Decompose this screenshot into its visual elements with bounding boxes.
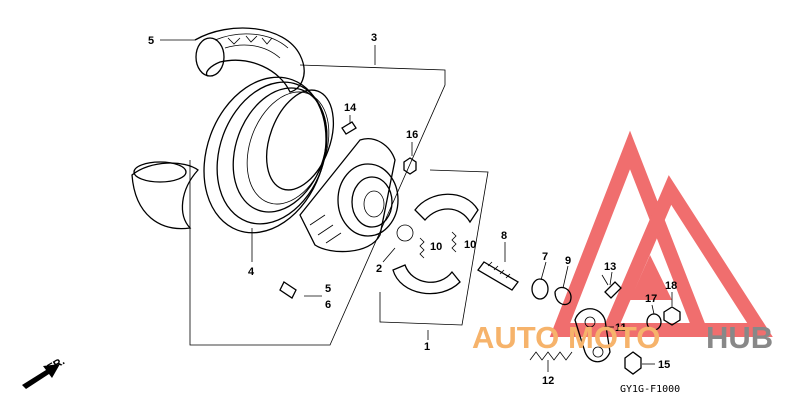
callout-13: 13 xyxy=(604,261,616,273)
bolt-13 xyxy=(601,274,622,299)
front-direction-arrow: FR. xyxy=(22,355,67,389)
callout-2: 2 xyxy=(376,263,382,275)
callout-10-right: 10 xyxy=(464,239,476,251)
wheel-hub xyxy=(299,138,399,253)
watermark-logo xyxy=(549,130,773,337)
nut-16 xyxy=(403,157,417,175)
callout-16: 16 xyxy=(406,129,418,141)
watermark-triangle-left xyxy=(549,130,711,337)
leader-lines xyxy=(160,39,673,372)
wear-indicator-plate xyxy=(554,286,572,306)
callout-5-bottom: 5 xyxy=(325,283,331,295)
watermark-text: AUTO MOTO HUB xyxy=(472,320,773,355)
callout-numbers: 5 3 14 16 4 2 10 10 8 7 9 13 18 17 5 6 1… xyxy=(148,32,677,387)
brake-arm xyxy=(574,308,611,363)
return-spring xyxy=(529,351,573,361)
valve-stem xyxy=(279,281,297,299)
callout-11: 11 xyxy=(615,322,627,334)
callout-7: 7 xyxy=(542,251,548,263)
wheel-rim xyxy=(203,76,334,234)
watermark-text-moto: MOTO xyxy=(568,320,660,355)
watermark-text-auto: AUTO xyxy=(472,320,559,355)
front-label: FR. xyxy=(46,355,67,374)
watermark-triangle-right xyxy=(599,175,773,337)
bolt-14 xyxy=(341,121,357,135)
watermark-triangle-inner xyxy=(630,255,672,300)
nut-18 xyxy=(663,306,681,326)
watermark-text-hub: HUB xyxy=(706,320,773,355)
callout-1: 1 xyxy=(424,341,430,353)
callout-3: 3 xyxy=(371,32,377,44)
callout-15: 15 xyxy=(658,359,670,371)
brake-shoes xyxy=(392,193,479,295)
callout-14: 14 xyxy=(344,102,357,114)
tire-section-bottom xyxy=(131,161,199,230)
diagram-code: GY1G-F1000 xyxy=(620,384,680,395)
callout-8: 8 xyxy=(501,230,507,242)
dust-seal xyxy=(531,278,549,300)
callout-6: 6 xyxy=(325,299,331,311)
assembly-frame xyxy=(189,64,489,346)
brake-springs xyxy=(419,231,457,259)
callout-12: 12 xyxy=(542,375,554,387)
callout-4: 4 xyxy=(248,266,255,278)
brake-cam xyxy=(477,261,519,291)
callout-18: 18 xyxy=(665,280,677,292)
callout-10-left: 10 xyxy=(430,241,442,253)
callout-5-top: 5 xyxy=(148,35,154,47)
callout-9: 9 xyxy=(565,255,571,267)
tire-section-top xyxy=(194,27,305,93)
nut-15 xyxy=(624,351,642,375)
callout-17: 17 xyxy=(645,293,657,305)
